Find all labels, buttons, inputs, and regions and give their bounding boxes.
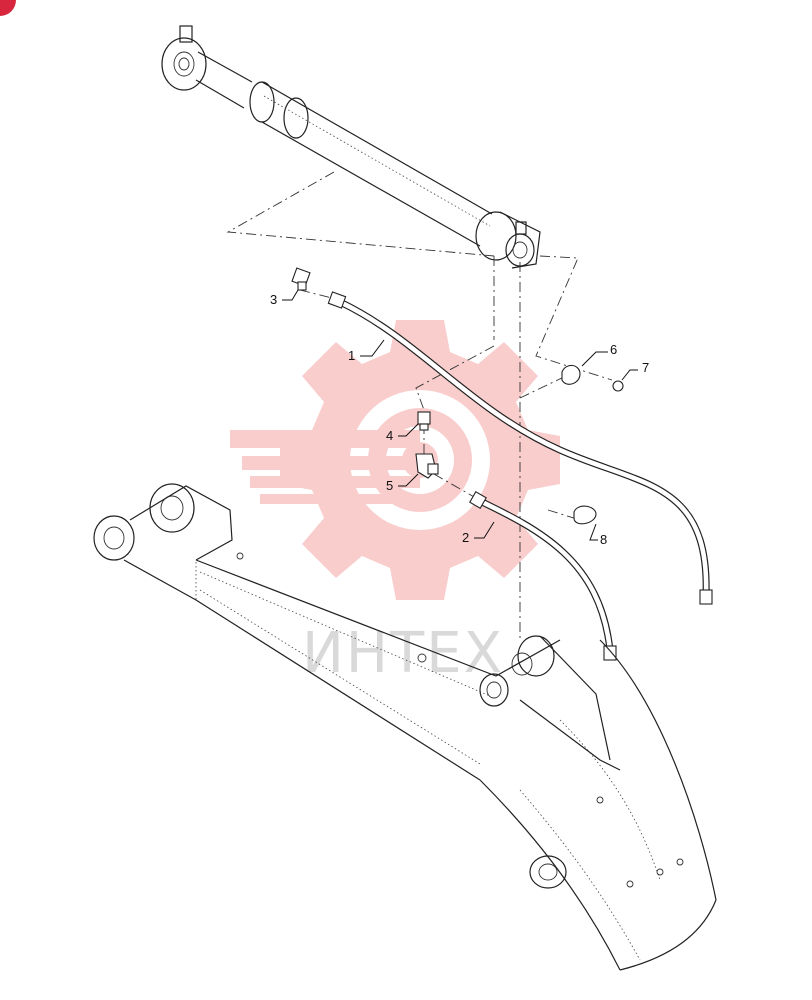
svg-text:1: 1: [348, 348, 355, 363]
hose-2: [469, 491, 617, 661]
callout-6: 6: [581, 342, 617, 367]
svg-text:4: 4: [386, 428, 393, 443]
callout-3: 3: [270, 289, 299, 307]
callout-2: 2: [462, 521, 495, 545]
hydraulic-cylinder: [161, 25, 541, 269]
callout-5: 5: [386, 473, 419, 493]
svg-text:7: 7: [642, 360, 649, 375]
elbow-fitting-5: [415, 453, 439, 479]
hose-1: [327, 291, 713, 605]
svg-text:8: 8: [600, 532, 607, 547]
svg-text:5: 5: [386, 478, 393, 493]
fitting-3: [291, 267, 311, 291]
watermark-text: ИНТЕХ: [302, 621, 504, 686]
svg-text:2: 2: [462, 530, 469, 545]
callout-7: 7: [621, 360, 649, 381]
callout-8: 8: [589, 523, 607, 547]
svg-text:6: 6: [610, 342, 617, 357]
band-8: [573, 505, 597, 525]
watermark-gear-icon: [230, 320, 560, 600]
fitting-4: [417, 411, 431, 431]
callout-1: 1: [348, 339, 385, 363]
callout-4: 4: [386, 423, 419, 443]
svg-text:3: 3: [270, 292, 277, 307]
boom-arm: [93, 483, 717, 971]
clamp-6: [561, 364, 581, 385]
corner-badge-icon: [0, 0, 16, 16]
bolt-7: [612, 380, 624, 392]
